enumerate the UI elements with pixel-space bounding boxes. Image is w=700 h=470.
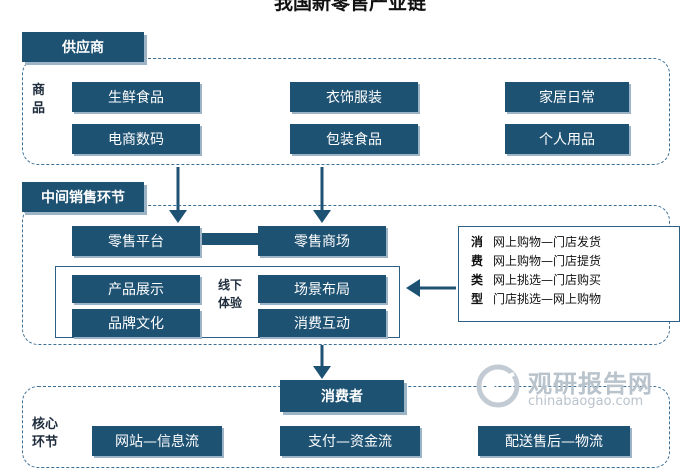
core-item-logistics: 配送售后—物流: [478, 426, 630, 456]
core-item-information-flow: 网站—信息流: [92, 426, 222, 456]
middle-header: 中间销售环节: [22, 182, 144, 212]
arrow-head-down-icon: [169, 210, 187, 223]
consumption-type-row: 型 门店挑选—网上购物: [471, 289, 673, 308]
supplier-item-home: 家居日常: [505, 82, 629, 112]
supplier-item-fresh-food: 生鲜食品: [72, 82, 200, 112]
consumption-type-text: 网上挑选—门店购买: [493, 273, 602, 287]
consumption-type-row: 费 网上购物—门店提货: [471, 251, 673, 270]
consumption-side-char: 型: [471, 292, 484, 306]
supplier-item-personal: 个人用品: [505, 124, 629, 154]
scene-layout-box: 场景布局: [258, 275, 386, 303]
consumption-type-row: 消 网上购物—门店发货: [471, 232, 673, 251]
core-side-label: 核心 环节: [32, 417, 59, 450]
retail-mall-box: 零售商场: [258, 226, 386, 256]
retail-platform-box: 零售平台: [72, 226, 200, 256]
consumption-type-text: 网上购物—门店发货: [493, 235, 602, 249]
arrow-head-down-icon: [313, 210, 331, 223]
core-item-capital-flow: 支付—资金流: [280, 426, 420, 456]
consumption-type-text: 网上购物—门店提货: [493, 254, 602, 268]
supplier-panel: [22, 58, 670, 165]
consumption-type-row: 类 网上挑选—门店购买: [471, 270, 673, 289]
supplier-item-digital: 电商数码: [72, 124, 200, 154]
watermark-logo-icon: [476, 364, 520, 408]
supplier-header: 供应商: [22, 32, 144, 62]
offline-experience-label: 线下 体验: [217, 278, 242, 310]
watermark-en: chinabaogao.com: [528, 394, 644, 409]
consumption-type-text: 门店挑选—网上购物: [493, 292, 602, 306]
consumption-side-char: 费: [471, 254, 484, 268]
consumer-interaction-box: 消费互动: [258, 309, 386, 337]
supplier-item-apparel: 衣饰服装: [290, 82, 418, 112]
supplier-item-packaged-food: 包装食品: [290, 124, 418, 154]
watermark-cn: 观研报告网: [528, 370, 653, 398]
arrow-head-left-icon: [406, 279, 420, 297]
consumption-side-char: 类: [471, 273, 484, 287]
brand-culture-box: 品牌文化: [72, 309, 200, 337]
product-display-box: 产品展示: [72, 275, 200, 303]
consumption-types-panel: 消 网上购物—门店发货 费 网上购物—门店提货 类 网上挑选—门店购买 型 门店…: [458, 226, 680, 322]
page-title: 我国新零售产业链: [273, 0, 426, 14]
consumption-side-char: 消: [471, 235, 484, 249]
arrow-head-down-icon: [313, 366, 331, 379]
supplier-side-label: 商 品: [32, 83, 46, 116]
consumer-box: 消费者: [280, 380, 404, 412]
